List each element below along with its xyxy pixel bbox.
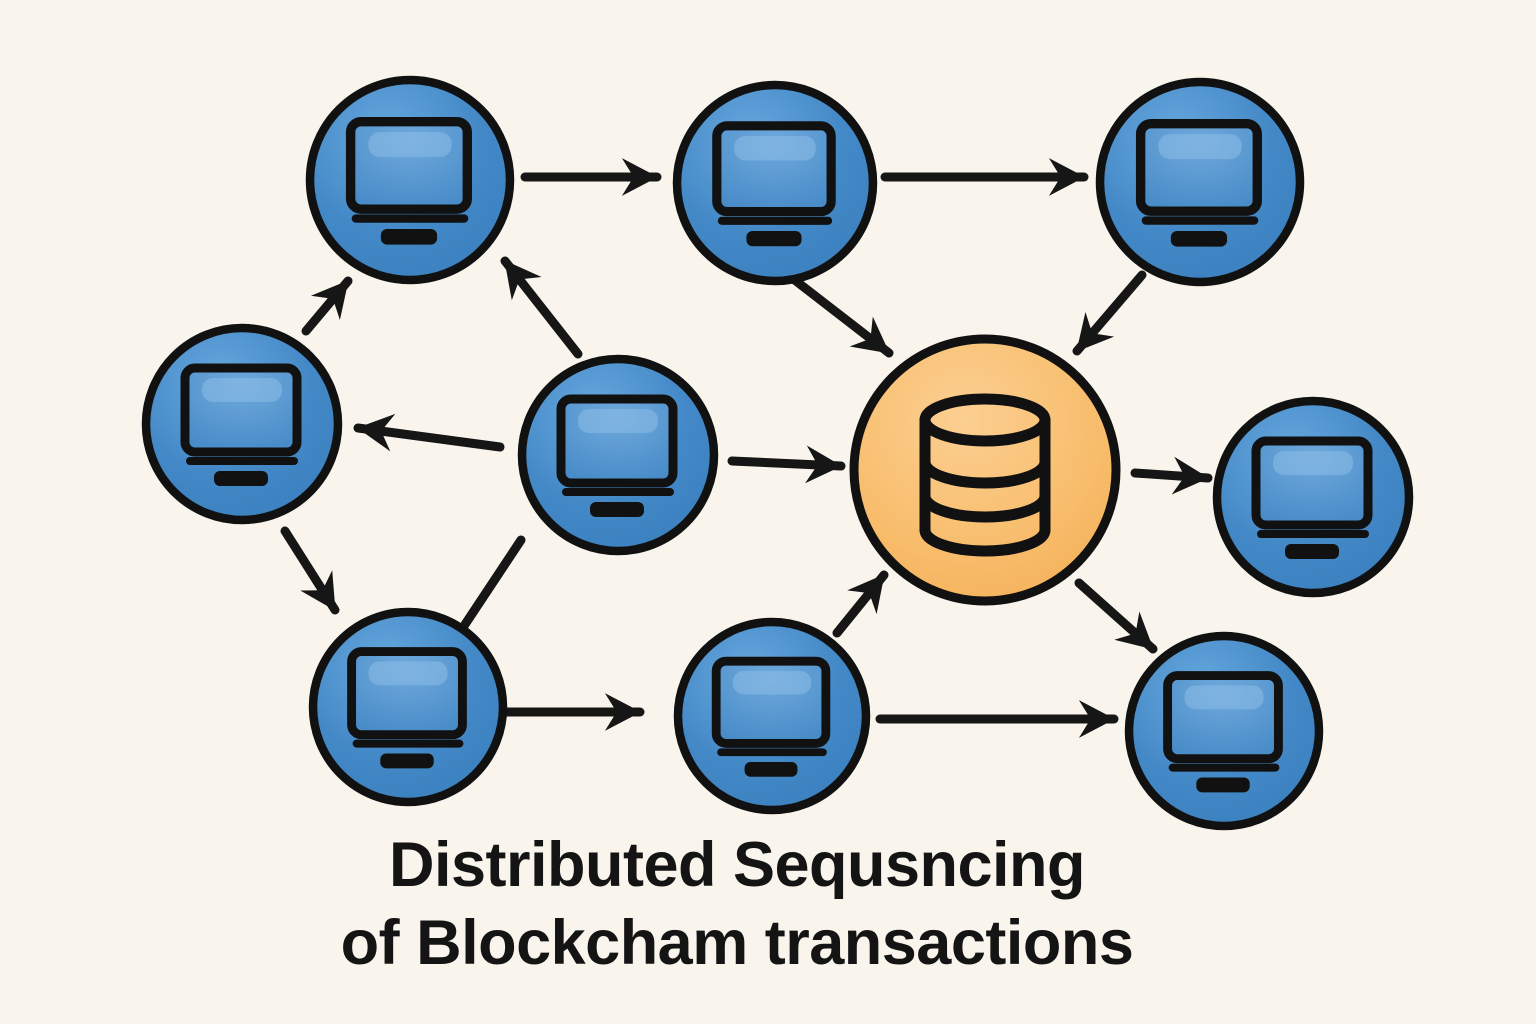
connection-arrow <box>1130 456 1213 495</box>
connection-arrow <box>727 445 846 484</box>
diagram-title: Distributed Sequsncing of Blockcham tran… <box>0 826 1505 982</box>
connection-arrow <box>1074 578 1158 654</box>
diagram-title-line1: Distributed Sequsncing <box>388 830 1086 900</box>
computer-4-node <box>141 323 343 525</box>
connection-arrow <box>500 256 583 359</box>
connection-arrow <box>280 526 340 615</box>
computer-icon <box>1135 118 1262 247</box>
connection-arrow <box>301 276 353 336</box>
computer-icon <box>556 394 678 517</box>
hub-circle <box>849 334 1121 606</box>
computer-icon <box>345 116 472 245</box>
computer-7-node <box>308 607 508 807</box>
nodes-layer <box>141 75 1414 831</box>
database-hub-node <box>849 334 1121 606</box>
computer-8-node <box>673 617 871 815</box>
computer-6-node <box>1212 396 1414 598</box>
computer-1-node <box>305 75 515 285</box>
connection-arrow <box>778 266 894 358</box>
connection-arrow <box>353 413 505 452</box>
computer-icon <box>180 363 302 486</box>
connection-arrow <box>1072 270 1147 356</box>
computer-2-node <box>672 80 878 286</box>
computer-3-node <box>1095 77 1305 287</box>
diagram-title-line2: of Blockcham transactions <box>340 908 1134 978</box>
connection-arrow <box>832 570 889 638</box>
computer-icon <box>1251 436 1373 559</box>
computer-icon <box>1163 671 1283 793</box>
database-icon <box>919 393 1051 557</box>
computer-icon <box>347 647 467 769</box>
computer-5-node <box>517 354 719 556</box>
edges-layer <box>280 158 1213 738</box>
computer-icon <box>712 121 836 247</box>
connection-line <box>457 535 526 634</box>
computer-9-node <box>1124 631 1324 831</box>
computer-icon <box>711 656 831 777</box>
